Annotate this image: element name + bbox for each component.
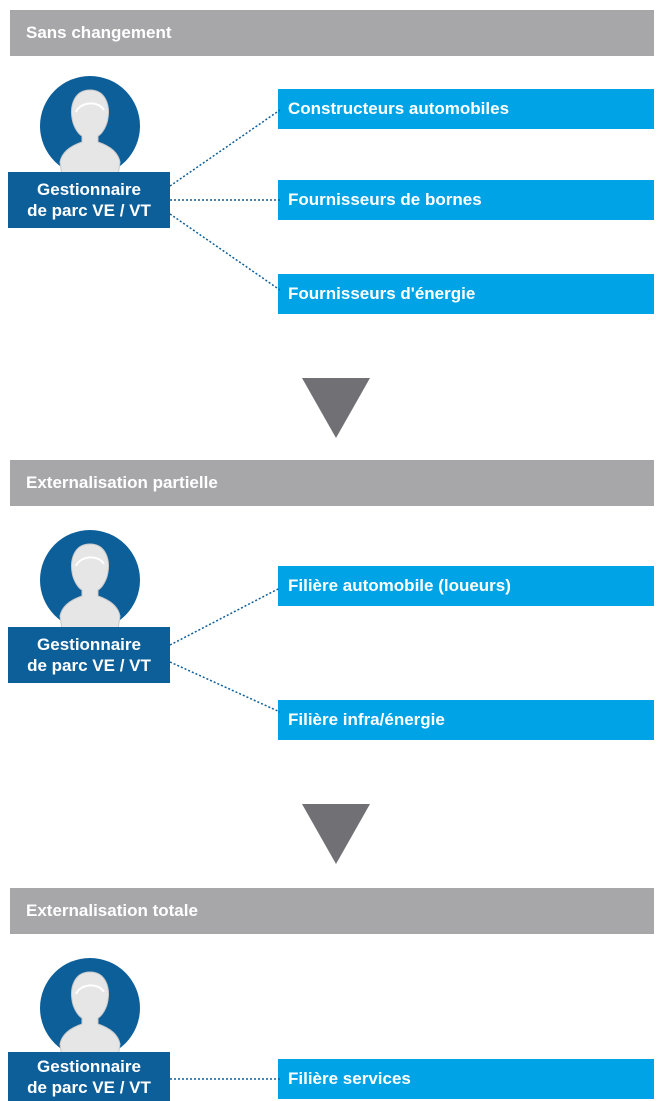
target-label: Filière automobile (loueurs) (288, 576, 511, 595)
section-title: Externalisation partielle (26, 473, 218, 492)
person-avatar-icon (40, 76, 140, 176)
target-label: Constructeurs automobiles (288, 99, 510, 118)
manager-line1: Gestionnaire (37, 180, 141, 199)
section-header-externalisation-totale: Externalisation totale (10, 888, 654, 934)
down-triangle-icon (302, 804, 370, 864)
manager-line1: Gestionnaire (37, 635, 141, 654)
manager-line2: de parc VE / VT (27, 1077, 151, 1097)
person-avatar-icon (40, 530, 140, 630)
target-fournisseurs-energie: Fournisseurs d'énergie (278, 274, 654, 314)
target-filiere-automobile: Filière automobile (loueurs) (278, 566, 654, 606)
manager-line2: de parc VE / VT (27, 201, 151, 220)
avatar-graphic (40, 530, 140, 630)
target-label: Fournisseurs d'énergie (288, 284, 476, 303)
section-title: Externalisation totale (26, 901, 198, 920)
connector-line (169, 587, 281, 646)
connector-line (169, 213, 281, 291)
manager-line1: Gestionnaire (37, 1056, 141, 1076)
section-header-externalisation-partielle: Externalisation partielle (10, 460, 654, 506)
down-triangle-icon (302, 378, 370, 438)
manager-box: Gestionnaire de parc VE / VT (8, 172, 170, 228)
avatar-graphic (40, 958, 140, 1058)
connector-line (169, 109, 281, 187)
target-constructeurs: Constructeurs automobiles (278, 89, 654, 129)
manager-box: Gestionnaire de parc VE / VT (8, 627, 170, 683)
manager-box: Gestionnaire de parc VE / VT (8, 1052, 170, 1101)
target-label: Fournisseurs de bornes (288, 190, 482, 209)
target-fournisseurs-bornes: Fournisseurs de bornes (278, 180, 654, 220)
person-avatar-icon (40, 958, 140, 1058)
section-title: Sans changement (26, 23, 172, 42)
avatar-graphic (40, 76, 140, 176)
manager-line2: de parc VE / VT (27, 656, 151, 675)
section-header-sans-changement: Sans changement (10, 10, 654, 56)
connector-line (169, 661, 281, 713)
target-label: Filière services (288, 1069, 411, 1088)
target-label: Filière infra/énergie (288, 710, 445, 729)
target-filiere-infra-energie: Filière infra/énergie (278, 700, 654, 740)
target-filiere-services: Filière services (278, 1059, 654, 1099)
